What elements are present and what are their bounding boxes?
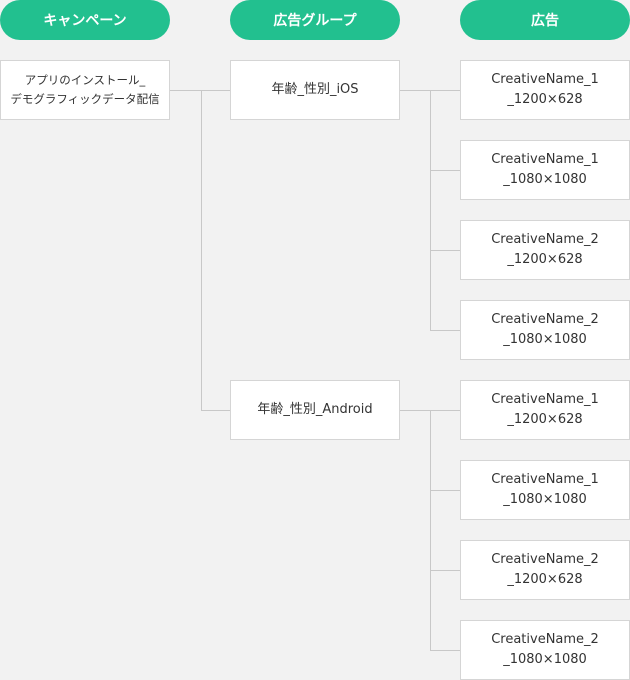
ad-label-line1: CreativeName_2 (491, 632, 599, 647)
ad-label-line1: CreativeName_1 (491, 472, 599, 487)
connector-to-ios (201, 90, 231, 91)
ad-label-line1: CreativeName_1 (491, 152, 599, 167)
campaign-label-line1: アプリのインストール_ (24, 73, 146, 87)
campaign-node: アプリのインストール_ デモグラフィックデータ配信 (0, 60, 170, 120)
ad-node: CreativeName_1 _1200×628 (460, 60, 630, 120)
ad-node: CreativeName_2 _1200×628 (460, 220, 630, 280)
ad-node: CreativeName_2 _1200×628 (460, 540, 630, 600)
ad-node: CreativeName_1 _1080×1080 (460, 460, 630, 520)
connector-to-android (201, 410, 231, 411)
ad-label-line2: _1200×628 (507, 92, 583, 107)
connector-ios-trunk (430, 90, 431, 331)
header-campaign: キャンペーン (0, 0, 170, 40)
ad-label-line2: _1200×628 (507, 412, 583, 427)
campaign-label-line2: デモグラフィックデータ配信 (10, 92, 160, 106)
ad-label-line1: CreativeName_2 (491, 232, 599, 247)
connector-ios-ad-4 (430, 330, 461, 331)
ad-group-node-ios: 年齢_性別_iOS (230, 60, 400, 120)
connector-android-ad-3 (430, 570, 461, 571)
connector-ios-ad-2 (430, 170, 461, 171)
connector-android-trunk (430, 410, 431, 651)
connector-ios-ad-1 (430, 90, 461, 91)
connector-campaign-out (170, 90, 201, 91)
ad-label-line2: _1200×628 (507, 252, 583, 267)
ad-group-label: 年齢_性別_iOS (271, 82, 359, 97)
ad-label-line2: _1080×1080 (503, 332, 587, 347)
header-ad-group: 広告グループ (230, 0, 400, 40)
ad-label-line1: CreativeName_2 (491, 552, 599, 567)
connector-android-out (400, 410, 430, 411)
header-ad: 広告 (460, 0, 630, 40)
ad-group-label: 年齢_性別_Android (257, 402, 373, 417)
connector-ios-out (400, 90, 430, 91)
ad-label-line2: _1080×1080 (503, 172, 587, 187)
ad-label-line1: CreativeName_1 (491, 392, 599, 407)
ad-label-line1: CreativeName_2 (491, 312, 599, 327)
connector-android-ad-4 (430, 650, 461, 651)
ad-label-line2: _1080×1080 (503, 492, 587, 507)
connector-campaign-trunk (201, 90, 202, 411)
ad-node: CreativeName_1 _1200×628 (460, 380, 630, 440)
connector-android-ad-2 (430, 490, 461, 491)
ad-label-line2: _1200×628 (507, 572, 583, 587)
connector-android-ad-1 (430, 410, 461, 411)
ad-node: CreativeName_2 _1080×1080 (460, 620, 630, 680)
ad-label-line1: CreativeName_1 (491, 72, 599, 87)
connector-ios-ad-3 (430, 250, 461, 251)
ad-label-line2: _1080×1080 (503, 652, 587, 667)
ad-node: CreativeName_2 _1080×1080 (460, 300, 630, 360)
ad-node: CreativeName_1 _1080×1080 (460, 140, 630, 200)
ad-group-node-android: 年齢_性別_Android (230, 380, 400, 440)
